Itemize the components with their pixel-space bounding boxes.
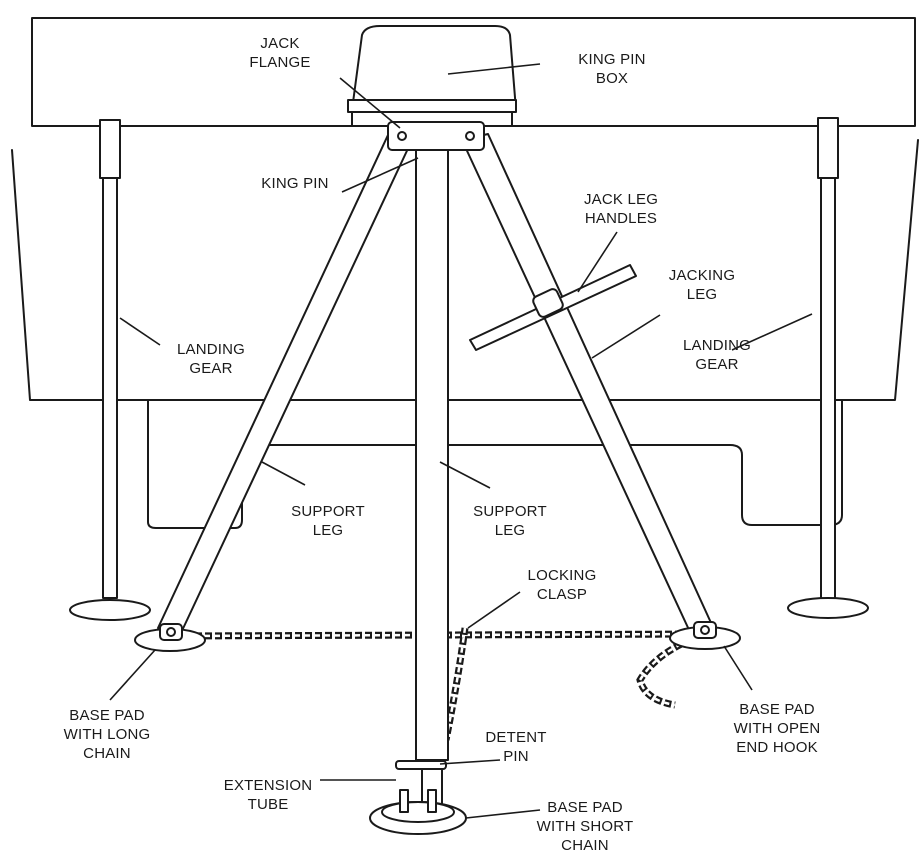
landing-gear-right: [787, 117, 869, 619]
label-king-pin-box: KING PIN BOX: [578, 51, 646, 87]
leader-lines: [109, 63, 813, 819]
label-landing-gear-right: LANDING GEAR: [682, 337, 752, 373]
label-locking-clasp: LOCKING CLASP: [527, 567, 597, 603]
label-jack-flange: JACK FLANGE: [249, 35, 311, 71]
label-extension-tube: EXTENSION TUBE: [223, 777, 313, 813]
label-base-pad-short-chain: BASE PAD WITH SHORT CHAIN: [536, 799, 634, 854]
label-support-leg-center: SUPPORT LEG: [473, 503, 547, 539]
center-support-leg: [369, 149, 467, 835]
landing-gear-left: [69, 119, 151, 621]
label-detent-pin: DETENT PIN: [485, 729, 547, 765]
jack-leg-handles: [469, 264, 637, 351]
jack-flange: [387, 121, 485, 151]
label-base-pad-open-hook: BASE PAD WITH OPEN END HOOK: [733, 701, 821, 756]
label-base-pad-long-chain: BASE PAD WITH LONG CHAIN: [63, 707, 151, 762]
label-landing-gear-left: LANDING GEAR: [176, 341, 246, 377]
label-king-pin: KING PIN: [261, 175, 329, 192]
label-jacking-leg: JACKING LEG: [668, 267, 736, 303]
label-support-leg-left: SUPPORT LEG: [291, 503, 365, 539]
king-pin-box: [347, 25, 517, 127]
label-jack-leg-handles: JACK LEG HANDLES: [583, 191, 659, 227]
support-leg-left: [134, 134, 413, 652]
